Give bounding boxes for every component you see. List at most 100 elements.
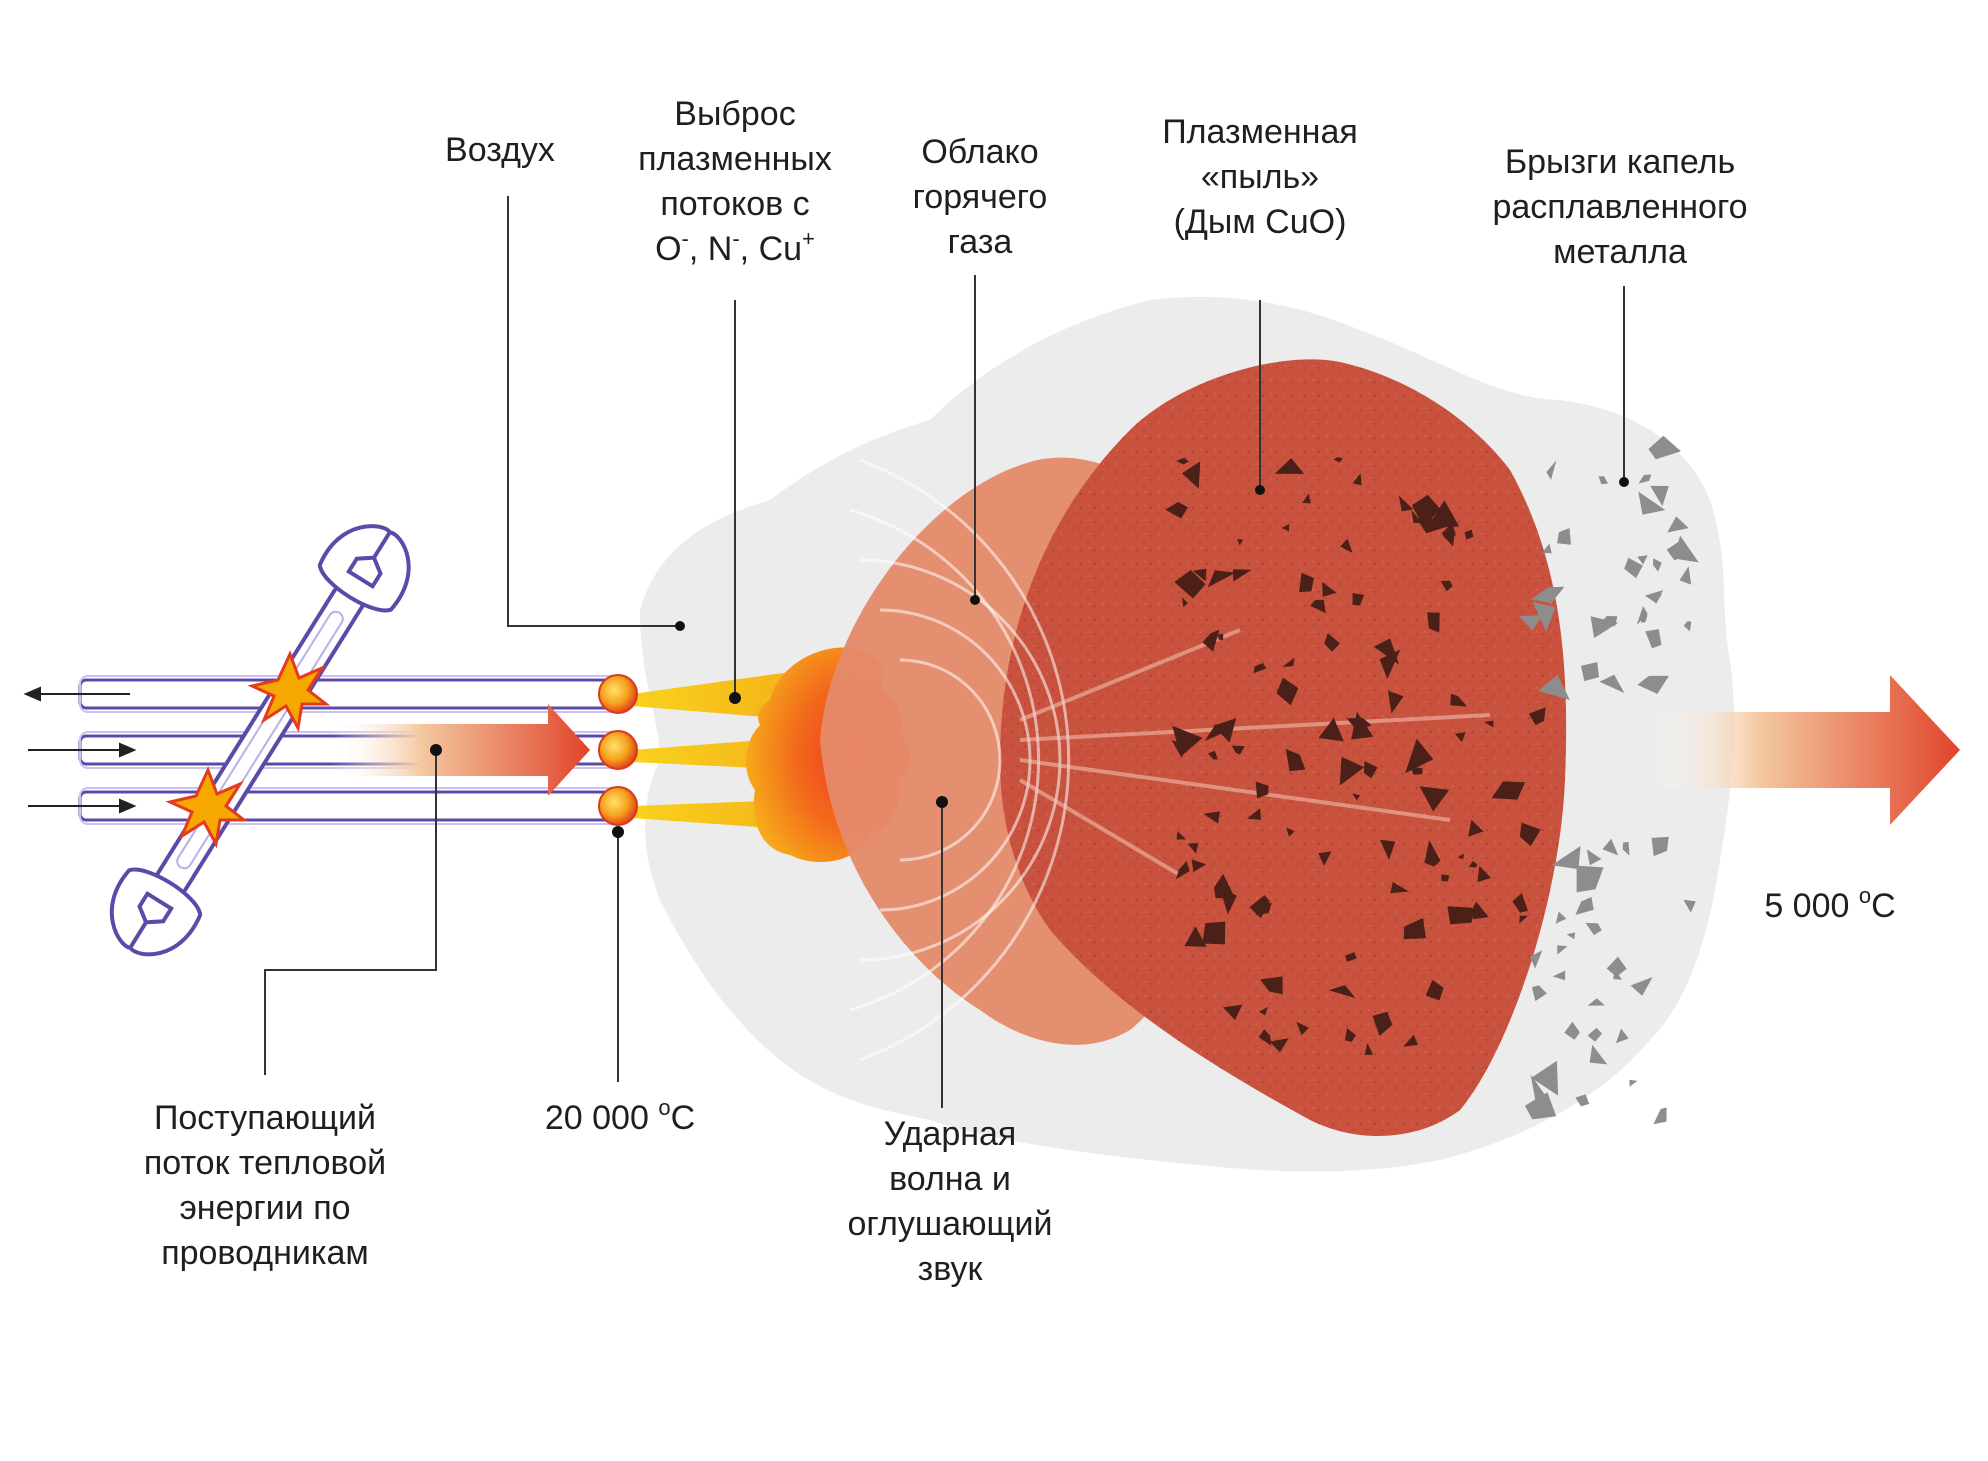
debris-shard xyxy=(1249,895,1270,919)
debris-shard xyxy=(1683,621,1692,632)
debris-shard xyxy=(1318,851,1332,866)
debris-shard xyxy=(1651,594,1662,604)
debris-shard xyxy=(1648,435,1681,460)
debris-shard xyxy=(1181,461,1201,489)
debris-shard xyxy=(1187,843,1199,854)
label-heat-flow: Поступающий поток тепловой энергии по пр… xyxy=(143,1099,387,1272)
debris-shard xyxy=(1538,674,1570,700)
debris-shard xyxy=(1564,1021,1580,1040)
debris-shard xyxy=(1191,859,1207,872)
debris-shard xyxy=(1232,569,1252,582)
debris-shard xyxy=(1363,761,1378,779)
debris-shard xyxy=(1630,977,1653,996)
debris-shard xyxy=(1247,808,1261,820)
debris-shard xyxy=(1585,922,1602,936)
debris-shard xyxy=(1651,836,1669,857)
debris-shard xyxy=(1192,568,1207,582)
debris-shard xyxy=(1458,853,1464,860)
arrow-left-icon xyxy=(23,686,41,702)
debris-shard xyxy=(1637,675,1669,694)
debris-shard xyxy=(1213,718,1237,743)
debris-shard xyxy=(1176,831,1187,840)
conductor-top xyxy=(78,678,622,710)
debris-shard xyxy=(1587,998,1605,1006)
debris-shard xyxy=(1310,599,1326,614)
debris-shard xyxy=(1165,502,1188,519)
debris-shard xyxy=(1589,1044,1608,1065)
debris-shard xyxy=(1598,476,1608,485)
debris-shard xyxy=(1207,570,1236,588)
debris-shard xyxy=(1606,956,1627,977)
debris-shard xyxy=(1333,457,1343,463)
debris-shard xyxy=(1528,707,1546,726)
debris-shard xyxy=(1586,849,1602,866)
leader-dots xyxy=(430,477,1629,838)
debris-shard xyxy=(1387,690,1404,714)
debris-shard xyxy=(1345,952,1357,962)
debris-shard xyxy=(1575,896,1594,915)
debris-shard xyxy=(1322,582,1337,597)
label-air: Воздух xyxy=(445,131,555,169)
debris-shard xyxy=(1299,572,1314,593)
debris-shard xyxy=(1599,674,1625,693)
debris-shard xyxy=(1202,629,1220,652)
debris-shard xyxy=(1531,1060,1559,1096)
debris-shard xyxy=(1410,766,1423,775)
debris-shard xyxy=(1532,601,1556,632)
debris-shard xyxy=(1652,558,1662,572)
debris-shard xyxy=(1464,529,1474,540)
debris-shard xyxy=(1679,566,1692,585)
debris-shard xyxy=(1576,865,1604,893)
debris-shard xyxy=(1255,781,1269,799)
debris-shard xyxy=(1419,786,1450,812)
debris-shard xyxy=(1174,570,1206,599)
debris-shard xyxy=(1546,460,1557,480)
debris-shard xyxy=(1622,842,1630,856)
debris-shard xyxy=(1339,756,1365,786)
debris-shard xyxy=(1636,606,1648,626)
debris-shard xyxy=(1683,899,1696,913)
spark-icon xyxy=(247,650,331,733)
debris-shard xyxy=(1403,1034,1419,1047)
debris-shard xyxy=(1637,555,1648,565)
debris-shard xyxy=(1440,580,1453,592)
arrow-right-icon xyxy=(119,798,137,814)
debris-shard xyxy=(1602,838,1619,856)
debris-shard xyxy=(1181,597,1188,608)
debris-shard xyxy=(1575,1094,1590,1107)
debris-shard xyxy=(1427,612,1440,633)
debris-shard xyxy=(1443,535,1455,547)
debris-shard xyxy=(1258,1029,1272,1046)
debris-shard xyxy=(1184,926,1207,947)
debris-shard xyxy=(1666,541,1688,561)
debris-shard xyxy=(1379,839,1396,860)
debris-shard xyxy=(1557,945,1568,955)
debris-shard xyxy=(1427,500,1460,528)
output-heat-arrow xyxy=(1650,675,1960,825)
debris-shard xyxy=(1217,633,1224,641)
label-shock-wave: Ударная волна и оглушающий звук xyxy=(847,1115,1053,1288)
debris-shard xyxy=(1519,822,1541,847)
debris-shard xyxy=(1328,985,1356,999)
rays xyxy=(1018,628,1491,877)
debris-shard xyxy=(1282,657,1295,667)
debris-shard xyxy=(1551,846,1581,870)
debris-shard xyxy=(1411,494,1440,529)
debris-shard xyxy=(1530,586,1565,604)
ions-line: O-, N-, Cu+ xyxy=(655,226,815,269)
debris-shard xyxy=(1450,693,1468,707)
label-plasma-dust: Плазменная «пыль» (Дым CuO) xyxy=(1162,113,1358,241)
current-arrows xyxy=(23,686,137,814)
debris-shard xyxy=(1447,906,1472,925)
debris-shard xyxy=(1260,976,1283,995)
debris-shard xyxy=(1352,593,1365,606)
debris-shard xyxy=(1629,1079,1638,1087)
debris-shard xyxy=(1204,724,1224,742)
debris-shard xyxy=(1171,740,1186,758)
debris-shard xyxy=(1638,491,1666,515)
debris-shard xyxy=(1529,950,1543,969)
debris-shard xyxy=(1454,732,1466,742)
debris-shard xyxy=(1352,473,1362,486)
debris-shard xyxy=(1373,638,1400,665)
debris-shard xyxy=(1441,874,1450,882)
